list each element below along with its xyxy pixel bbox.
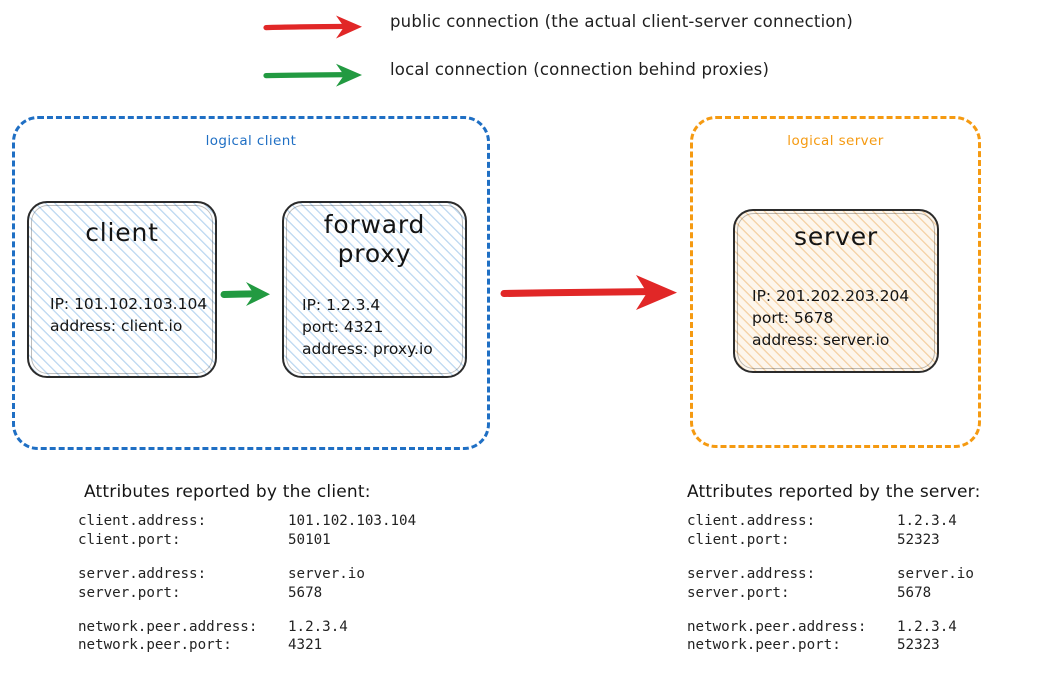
table-row: client.port: 52323 bbox=[687, 531, 974, 550]
attr-key: client.port: bbox=[78, 531, 181, 548]
attr-value: server.io bbox=[288, 565, 365, 582]
table-row-spacer bbox=[78, 550, 416, 565]
table-row: network.peer.port: 4321 bbox=[78, 636, 416, 655]
attr-key: client.address: bbox=[687, 513, 816, 529]
attr-value: 1.2.3.4 bbox=[897, 618, 957, 635]
attr-value: 4321 bbox=[288, 637, 323, 654]
attr-value: 1.2.3.4 bbox=[288, 618, 348, 635]
node-client-attr-ip: IP: 101.102.103.104 bbox=[50, 295, 208, 313]
attr-key: network.peer.port: bbox=[78, 637, 232, 654]
table-row: network.peer.address: 1.2.3.4 bbox=[78, 618, 416, 637]
node-server-attributes: IP: 201.202.203.204 port: 5678 address: … bbox=[752, 285, 909, 351]
attr-key: network.peer.address: bbox=[687, 618, 867, 635]
table-row: server.port: 5678 bbox=[78, 584, 416, 603]
attr-key: client.address: bbox=[78, 513, 207, 529]
group-label-logical-server: logical server bbox=[787, 133, 884, 149]
connector-client-to-proxy-green-arrow-icon bbox=[218, 272, 288, 316]
attr-value: 5678 bbox=[288, 584, 323, 601]
attr-key: server.port: bbox=[687, 584, 790, 601]
node-server-attr-port: port: 5678 bbox=[752, 309, 834, 327]
node-forward-proxy-title: forward proxy bbox=[284, 210, 465, 268]
node-server-title: server bbox=[794, 222, 878, 251]
attributes-client-heading: Attributes reported by the client: bbox=[84, 482, 371, 502]
attr-key: client.port: bbox=[687, 531, 790, 548]
attr-value: 52323 bbox=[897, 637, 940, 654]
node-client-attributes: IP: 101.102.103.104 address: client.io bbox=[50, 293, 207, 337]
table-row: network.peer.address: 1.2.3.4 bbox=[687, 618, 974, 637]
attr-value: 101.102.103.104 bbox=[288, 513, 417, 529]
node-forward-proxy-title-line1: forward bbox=[323, 210, 426, 239]
node-forward-proxy-attr-address: address: proxy.io bbox=[302, 340, 433, 358]
attributes-reported-by-server: Attributes reported by the server: clien… bbox=[687, 482, 981, 655]
node-server-attr-ip: IP: 201.202.203.204 bbox=[752, 287, 910, 305]
table-row: client.address: 101.102.103.104 bbox=[78, 512, 416, 531]
node-forward-proxy-body: forward proxy IP: 1.2.3.4 port: 4321 add… bbox=[284, 203, 465, 376]
node-server[interactable]: server IP: 201.202.203.204 port: 5678 ad… bbox=[733, 209, 939, 373]
group-label-logical-client: logical client bbox=[205, 133, 297, 149]
node-forward-proxy-attributes: IP: 1.2.3.4 port: 4321 address: proxy.io bbox=[302, 294, 433, 360]
node-forward-proxy-attr-ip: IP: 1.2.3.4 bbox=[302, 296, 381, 314]
node-forward-proxy-title-line2: proxy bbox=[337, 238, 412, 268]
green-arrow-icon bbox=[262, 60, 372, 90]
connector-proxy-to-server-red-arrow-icon bbox=[496, 266, 686, 320]
table-row-spacer bbox=[687, 550, 974, 565]
node-client-title: client bbox=[85, 218, 159, 247]
attributes-server-heading: Attributes reported by the server: bbox=[687, 482, 981, 502]
attributes-client-table: client.address: 101.102.103.104 client.p… bbox=[78, 512, 416, 655]
attributes-reported-by-client: Attributes reported by the client: clien… bbox=[78, 482, 416, 655]
attr-key: server.address: bbox=[78, 565, 207, 582]
attr-value: 52323 bbox=[897, 531, 940, 548]
group-logical-server: logical server bbox=[690, 116, 981, 448]
node-client-body: client IP: 101.102.103.104 address: clie… bbox=[29, 203, 215, 376]
attr-key: network.peer.address: bbox=[78, 618, 258, 635]
attributes-server-table: client.address: 1.2.3.4 client.port: 523… bbox=[687, 512, 974, 655]
red-arrow-icon bbox=[262, 12, 372, 42]
node-forward-proxy-attr-port: port: 4321 bbox=[302, 318, 384, 336]
table-row: client.address: 1.2.3.4 bbox=[687, 512, 974, 531]
node-server-body: server IP: 201.202.203.204 port: 5678 ad… bbox=[735, 211, 937, 371]
table-row: server.address: server.io bbox=[78, 565, 416, 584]
legend: public connection (the actual client-ser… bbox=[0, 0, 1039, 100]
node-forward-proxy[interactable]: forward proxy IP: 1.2.3.4 port: 4321 add… bbox=[282, 201, 467, 378]
table-row-spacer bbox=[687, 603, 974, 618]
table-row: server.address: server.io bbox=[687, 565, 974, 584]
table-row: server.port: 5678 bbox=[687, 584, 974, 603]
node-client[interactable]: client IP: 101.102.103.104 address: clie… bbox=[27, 201, 217, 378]
attr-value: 50101 bbox=[288, 531, 331, 548]
group-logical-client: logical client bbox=[12, 116, 490, 450]
legend-label-public: public connection (the actual client-ser… bbox=[390, 12, 853, 31]
node-client-attr-address: address: client.io bbox=[50, 317, 183, 335]
table-row-spacer bbox=[78, 603, 416, 618]
table-row: network.peer.port: 52323 bbox=[687, 636, 974, 655]
attr-key: network.peer.port: bbox=[687, 637, 841, 654]
attr-value: 1.2.3.4 bbox=[897, 513, 957, 529]
table-row: client.port: 50101 bbox=[78, 531, 416, 550]
attr-key: server.port: bbox=[78, 584, 181, 601]
node-server-attr-address: address: server.io bbox=[752, 331, 890, 349]
legend-label-local: local connection (connection behind prox… bbox=[390, 60, 770, 79]
attr-value: server.io bbox=[897, 565, 974, 582]
attr-key: server.address: bbox=[687, 565, 816, 582]
attr-value: 5678 bbox=[897, 584, 932, 601]
